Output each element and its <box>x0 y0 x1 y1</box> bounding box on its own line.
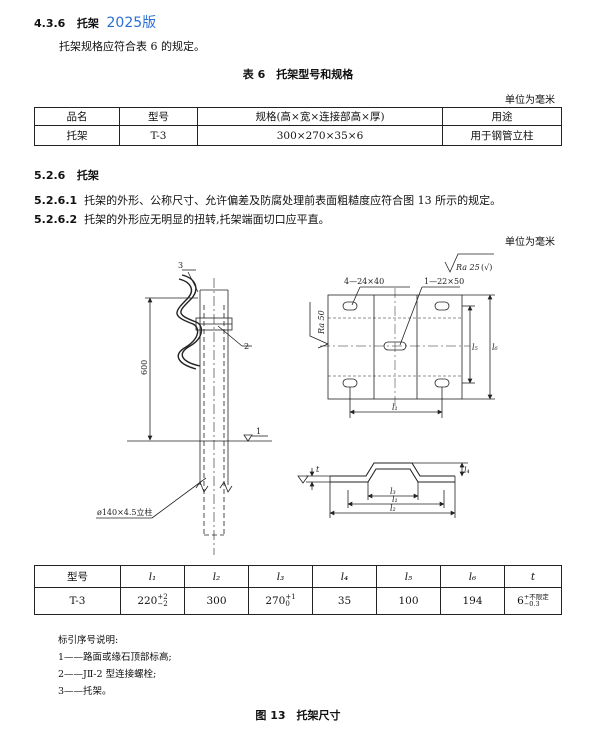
dim-header: 型号 <box>34 565 121 588</box>
section-title: 托架 <box>76 17 99 30</box>
clause-5-2-6-2: 5.2.6.2 托架的外形应无明显的扭转,托架端面切口应平直。 <box>34 211 330 227</box>
dim-cell: 300 <box>184 587 249 615</box>
figure-caption: 图 13 托架尺寸 <box>255 709 341 722</box>
dim-header: t <box>504 565 562 588</box>
callout-2: 2 <box>244 342 249 351</box>
dim-cell: T-3 <box>34 587 121 615</box>
dim-t: t <box>316 465 320 474</box>
pipe-label: ø140×4.5立柱 <box>97 507 153 517</box>
dim-cell-l1: 220+2−2 <box>120 587 185 615</box>
dim-header: l₁ <box>120 565 185 588</box>
dim-l1-side: l₁ <box>392 495 398 504</box>
dim-cell: 35 <box>312 587 377 615</box>
hole-spec-a: 4—24×40 <box>344 277 384 286</box>
section-heading-5-2-6: 5.2.6 托架 <box>34 167 99 183</box>
spec-table: 品名 型号 规格(高×宽×连接部高×厚) 用途 托架 T-3 300×270×3… <box>34 107 562 146</box>
version-tag: 2025版 <box>106 15 157 31</box>
dim-header: l₃ <box>248 565 313 588</box>
legend-item: 1——路面或缘石顶部标高; <box>58 652 172 663</box>
section-number: 4.3.6 <box>34 17 66 30</box>
clause-5-2-6-1: 5.2.6.1 托架的外形、公称尺寸、允许偏差及防腐处理前表面粗糙度应符合图 1… <box>34 192 501 208</box>
unit-label: 单位为毫米 <box>505 95 555 106</box>
table-header: 规格(高×宽×连接部高×厚) <box>197 107 443 126</box>
clause-text: 托架的外形、公称尺寸、允许偏差及防腐处理前表面粗糙度应符合图 13 所示的规定。 <box>84 194 502 207</box>
clause-text: 托架的外形应无明显的扭转,托架端面切口应平直。 <box>84 213 330 226</box>
legend-title: 标引序号说明: <box>58 635 119 646</box>
dim-header: l₅ <box>376 565 441 588</box>
dim-l1-plan: l₁ <box>392 403 398 412</box>
dim-header: l₆ <box>440 565 505 588</box>
dim-l5: l₅ <box>472 343 479 352</box>
table-cell: T-3 <box>119 125 198 146</box>
bracket-drawing: 3 2 1 600 ø140×4.5立柱 Ra 25 (√) Ra 50 4—2… <box>96 253 499 555</box>
dim-l2: l₂ <box>390 504 396 513</box>
section-number: 5.2.6 <box>34 169 66 182</box>
dim-cell: 194 <box>440 587 505 615</box>
callout-3: 3 <box>178 261 183 270</box>
roughness-check: (√) <box>481 263 492 272</box>
callout-1: 1 <box>256 427 261 436</box>
dim-l4: l₄ <box>464 466 470 475</box>
table-cell: 300×270×35×6 <box>197 125 443 146</box>
paragraph: 托架规格应符合表 6 的规定。 <box>59 40 205 53</box>
dim-header: l₄ <box>312 565 377 588</box>
table-header: 品名 <box>34 107 120 126</box>
dim-cell: 100 <box>376 587 441 615</box>
section-title: 托架 <box>76 169 99 182</box>
hole-spec-b: 1—22×50 <box>424 277 464 286</box>
dim-l6: l₆ <box>492 343 499 352</box>
clause-number: 5.2.6.1 <box>34 194 78 207</box>
dim-header: l₂ <box>184 565 249 588</box>
section-heading-4-3-6: 4.3.6 托架 2025版 <box>34 12 156 32</box>
table-title: 表 6 托架型号和规格 <box>242 68 354 81</box>
dim-600: 600 <box>140 360 149 375</box>
roughness-top: Ra 25 <box>455 263 480 272</box>
dim-cell-t: 6+不限定−0.3 <box>504 587 562 615</box>
table-header: 用途 <box>442 107 562 126</box>
table-header: 型号 <box>119 107 198 126</box>
table-cell: 用于钢管立柱 <box>442 125 562 146</box>
legend-item: 2——JⅡ-2 型连接螺栓; <box>58 669 157 680</box>
roughness-side: Ra 50 <box>317 310 326 335</box>
clause-number: 5.2.6.2 <box>34 213 78 226</box>
dim-l3: l₃ <box>390 487 396 496</box>
unit-label: 单位为毫米 <box>505 237 555 248</box>
table-cell: 托架 <box>34 125 120 146</box>
legend-item: 3——托架。 <box>58 686 112 697</box>
dimension-table: 型号 l₁ l₂ l₃ l₄ l₅ l₆ t T-3 220+2−2 300 2… <box>34 565 562 615</box>
